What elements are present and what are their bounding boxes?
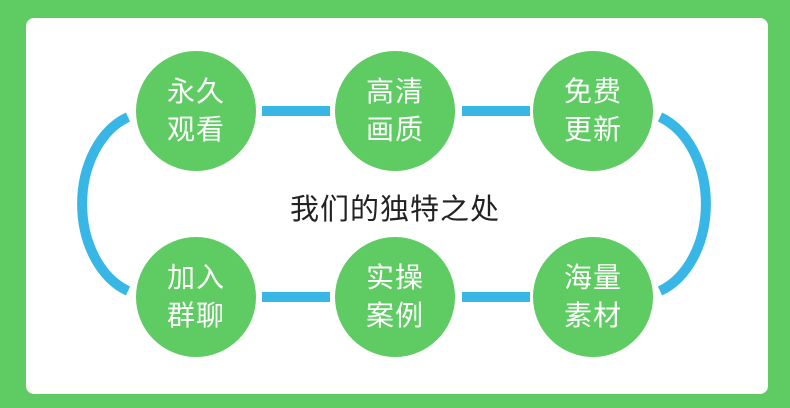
feature-node-join-group: 加入 群聊 <box>136 237 256 357</box>
feature-line-1: 免费 <box>563 75 622 108</box>
center-title: 我们的独特之处 <box>289 192 500 226</box>
connector-right-arc <box>657 112 711 296</box>
feature-line-2: 画质 <box>365 113 424 146</box>
feature-line-1: 加入 <box>166 261 225 294</box>
feature-line-2: 更新 <box>563 113 622 146</box>
feature-node-hd-quality: 高清 画质 <box>335 51 455 171</box>
feature-line-1: 实操 <box>365 261 424 294</box>
feature-line-2: 观看 <box>166 113 225 146</box>
feature-line-2: 素材 <box>563 299 622 332</box>
feature-node-free-updates: 免费 更新 <box>533 51 653 171</box>
feature-line-2: 案例 <box>365 299 424 332</box>
feature-line-2: 群聊 <box>166 299 225 332</box>
feature-line-1: 高清 <box>365 75 424 108</box>
feature-line-1: 海量 <box>563 261 622 294</box>
feature-line-1: 永久 <box>166 75 225 108</box>
connector-left-arc <box>77 112 131 296</box>
feature-node-practical-cases: 实操 案例 <box>335 237 455 357</box>
feature-node-massive-materials: 海量 素材 <box>533 237 653 357</box>
feature-node-permanent-viewing: 永久 观看 <box>136 51 256 171</box>
